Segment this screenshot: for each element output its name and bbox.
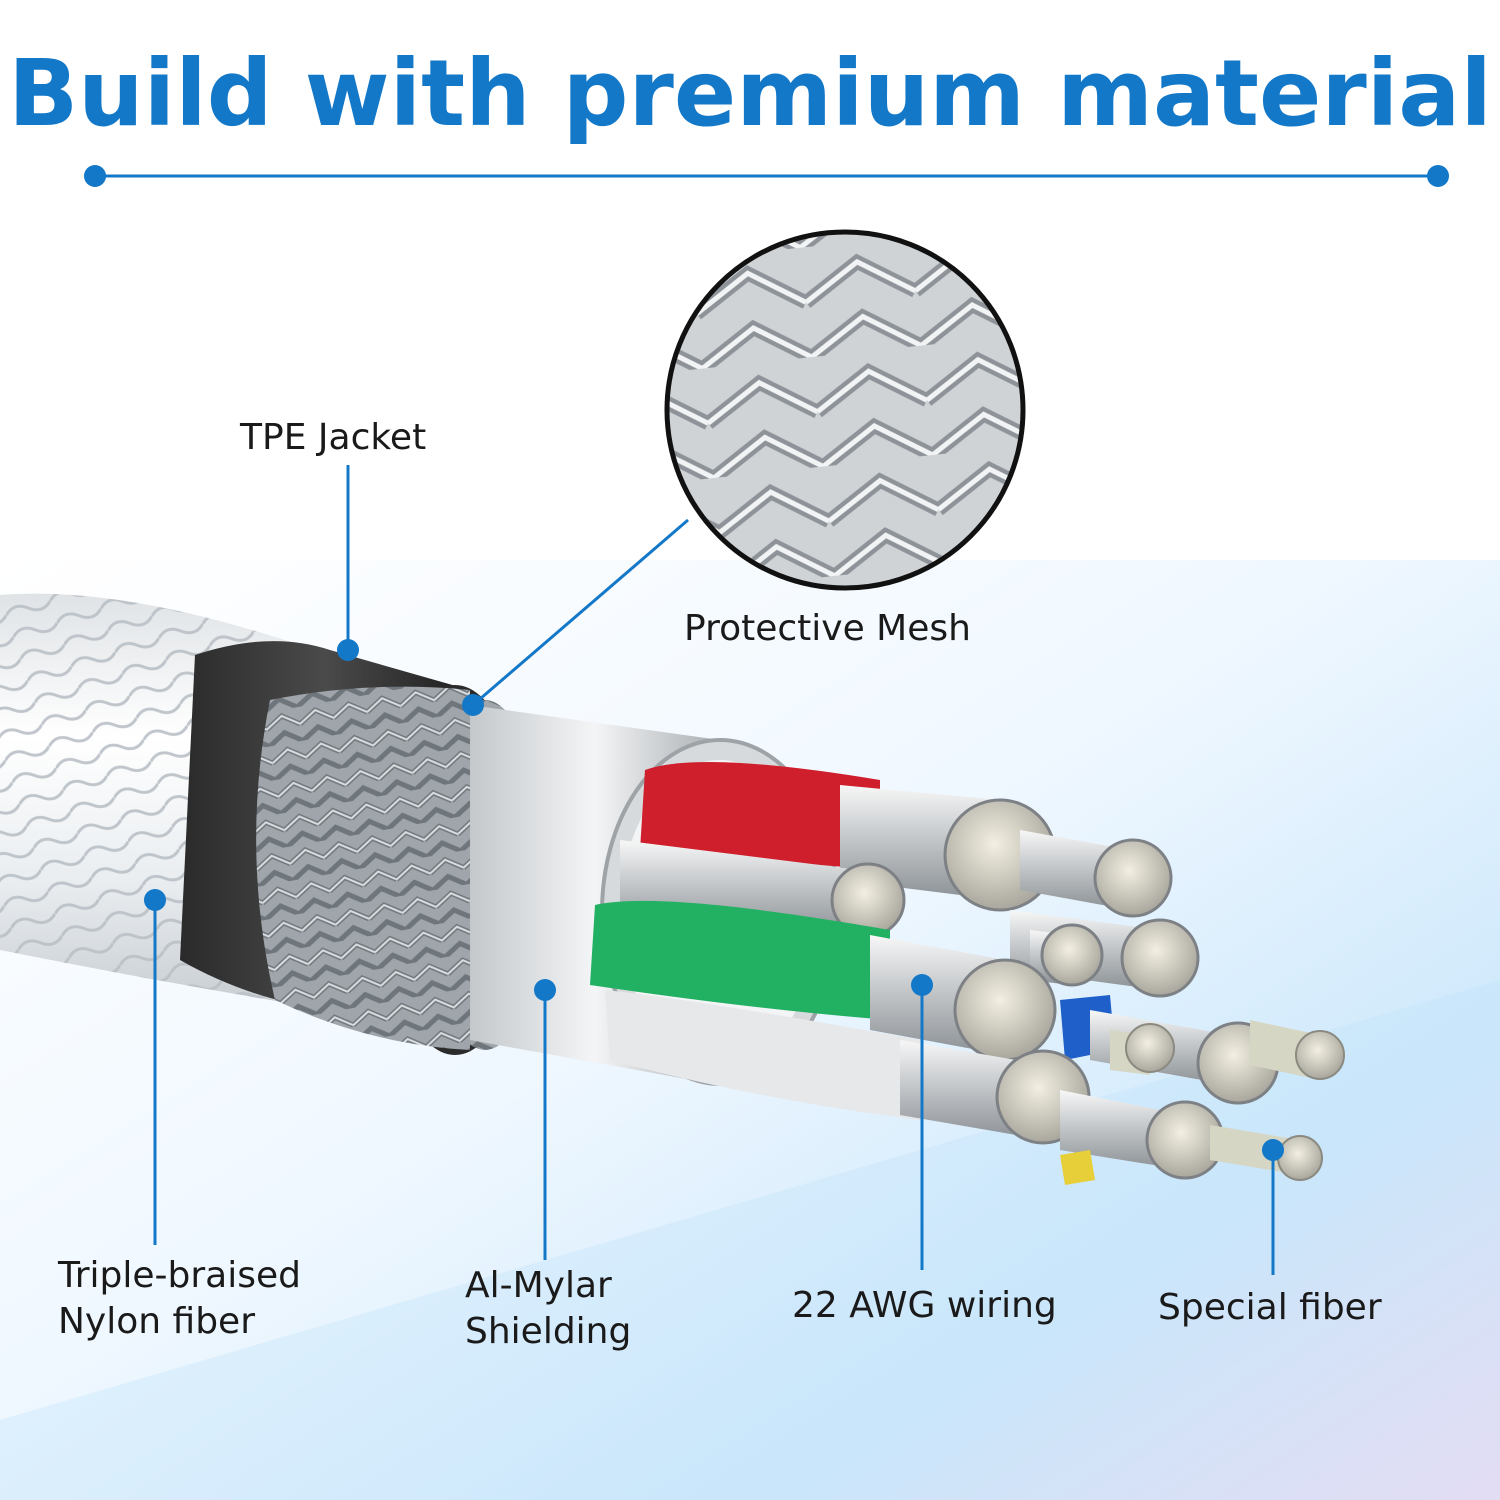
al-mylar-label: Al-Mylar Shielding [465,1263,631,1355]
callout-lines [144,465,1284,1275]
page-title: Build with premium material [8,40,1492,147]
nylon-fiber-label: Triple-braised Nylon fiber [58,1253,301,1345]
al-mylar-label-line1: Al-Mylar [465,1265,612,1306]
tpe-jacket-label: TPE Jacket [240,417,427,458]
al-mylar-label-line2: Shielding [465,1311,632,1352]
nylon-fiber-label-line2: Nylon fiber [58,1301,255,1342]
protective-mesh-magnifier [664,229,1026,591]
nylon-fiber-label-line1: Triple-braised [58,1255,301,1296]
special-fiber-label: Special fiber [1158,1287,1382,1328]
awg-wiring-label: 22 AWG wiring [792,1285,1057,1326]
protective-mesh-label: Protective Mesh [684,608,971,649]
title-divider [84,165,1449,187]
inner-wires [590,762,1345,1185]
